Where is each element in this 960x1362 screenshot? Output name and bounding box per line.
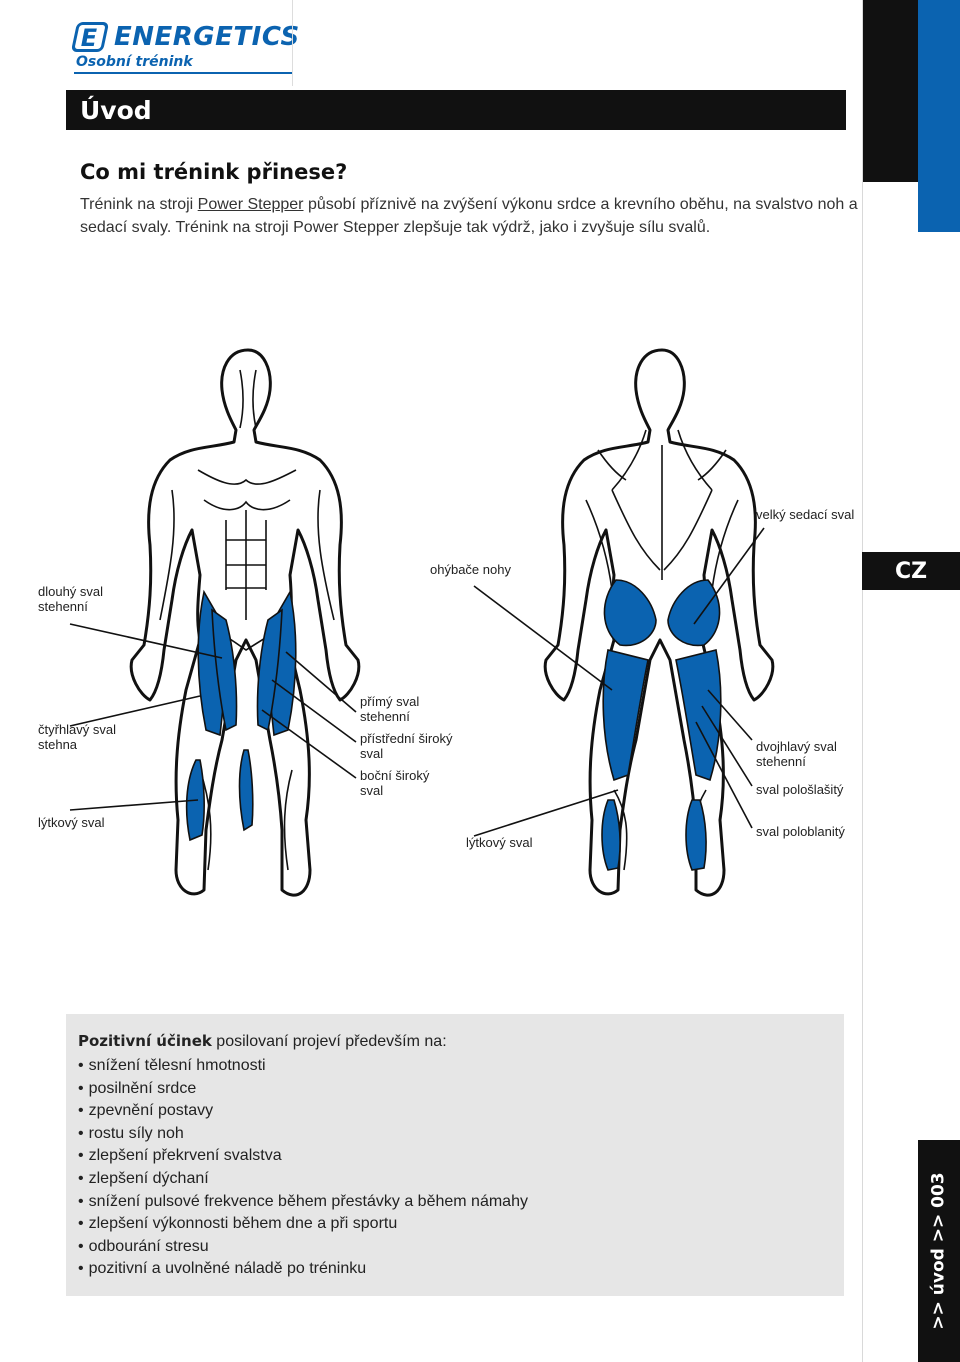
front-left-quad-inner bbox=[211, 608, 238, 732]
label-pristredni-sval: přístřední široký sval bbox=[360, 731, 453, 761]
benefits-list: snížení tělesní hmotnosti posilnění srdc… bbox=[78, 1055, 832, 1281]
back-right-calf bbox=[685, 799, 707, 871]
benefits-box: Pozitivní účinek posilovaní projeví před… bbox=[66, 1014, 844, 1296]
section-title: Úvod bbox=[80, 95, 152, 125]
front-muscle-lines bbox=[159, 369, 335, 871]
corner-block-blue bbox=[918, 0, 960, 232]
page-heading: Co mi trénink přinese? bbox=[80, 160, 348, 184]
brand-name: ENERGETICS bbox=[114, 22, 300, 52]
front-body-outline bbox=[129, 348, 361, 897]
label-poloblanity: sval poloblanitý bbox=[756, 824, 845, 839]
label-ohybace-nohy: ohýbače nohy bbox=[430, 562, 511, 577]
back-left-glute bbox=[603, 579, 657, 647]
label-lytkovy-front: lýtkový sval bbox=[38, 815, 105, 830]
list-item: posilnění srdce bbox=[78, 1078, 832, 1101]
list-item: snížení tělesní hmotnosti bbox=[78, 1055, 832, 1078]
front-right-quad-inner bbox=[256, 608, 283, 732]
label-velky-sedaci: velký sedací sval bbox=[756, 507, 855, 522]
list-item: zlepšení výkonnosti během dne a při spor… bbox=[78, 1213, 832, 1236]
label-dvojhlavy-sval: dvojhlavý sval stehenní bbox=[756, 739, 837, 769]
list-item: zlepšení překrvení svalstva bbox=[78, 1145, 832, 1168]
section-tab-text: >> úvod >> 003 bbox=[929, 1172, 949, 1330]
front-right-calf bbox=[238, 749, 254, 832]
corner-block-black bbox=[863, 0, 918, 182]
list-item: odbourání stresu bbox=[78, 1236, 832, 1259]
power-stepper-link[interactable]: Power Stepper bbox=[197, 196, 304, 213]
header-divider bbox=[292, 0, 293, 86]
back-left-hamstring bbox=[602, 649, 649, 782]
section-tab-text-wrap: >> úvod >> 003 bbox=[918, 1140, 960, 1362]
muscle-diagram-svg bbox=[69, 348, 775, 897]
logo-letter: E bbox=[80, 24, 98, 52]
language-badge: CZ bbox=[862, 552, 960, 590]
list-item: snížení pulsové frekvence během přestávk… bbox=[78, 1191, 832, 1214]
logo-e-icon: E bbox=[70, 22, 110, 52]
intro-text-1: Trénink na stroji bbox=[80, 196, 198, 213]
label-primy-sval: přímý sval stehenní bbox=[360, 694, 420, 724]
margin-rule bbox=[862, 0, 863, 1362]
label-dlouhy-sval: dlouhý sval stehenní bbox=[38, 584, 104, 614]
back-right-glute bbox=[667, 579, 721, 647]
brand-subtitle: Osobní trénink bbox=[76, 54, 193, 70]
logo-underline bbox=[74, 72, 292, 74]
benefits-intro-rest: posilovaní projeví především na: bbox=[211, 1033, 447, 1050]
back-left-calf bbox=[601, 799, 621, 871]
intro-text-2: působí příznivě na zvýšení výkonu srdce … bbox=[80, 196, 858, 236]
muscle-diagram: dlouhý sval stehenní čtyřhlavý sval steh… bbox=[0, 330, 860, 910]
back-body-outline bbox=[543, 348, 775, 897]
list-item: pozitivní a uvolněné náladě po tréninku bbox=[78, 1258, 832, 1281]
leader-lines bbox=[69, 527, 765, 837]
front-highlighted-muscles bbox=[185, 589, 297, 842]
label-bocni-sval: boční široký sval bbox=[360, 768, 430, 798]
section-title-bar: Úvod bbox=[66, 90, 846, 130]
energetics-logo: E ENERGETICS Osobní trénink bbox=[70, 20, 299, 76]
list-item: zlepšení dýchaní bbox=[78, 1168, 832, 1191]
label-ctyrhlavy-sval: čtyřhlavý sval stehna bbox=[38, 722, 117, 752]
benefits-intro: Pozitivní účinek posilovaní projeví před… bbox=[78, 1032, 832, 1051]
benefits-intro-bold: Pozitivní účinek bbox=[78, 1032, 212, 1050]
label-poloslasity: sval pološlašitý bbox=[756, 782, 844, 797]
section-tab bbox=[918, 1140, 960, 1362]
label-lytkovy-back: lýtkový sval bbox=[466, 835, 533, 850]
intro-paragraph: Trénink na stroji Power Stepper působí p… bbox=[80, 193, 860, 239]
list-item: rostu síly noh bbox=[78, 1123, 832, 1146]
back-muscle-lines bbox=[585, 429, 739, 871]
list-item: zpevnění postavy bbox=[78, 1100, 832, 1123]
